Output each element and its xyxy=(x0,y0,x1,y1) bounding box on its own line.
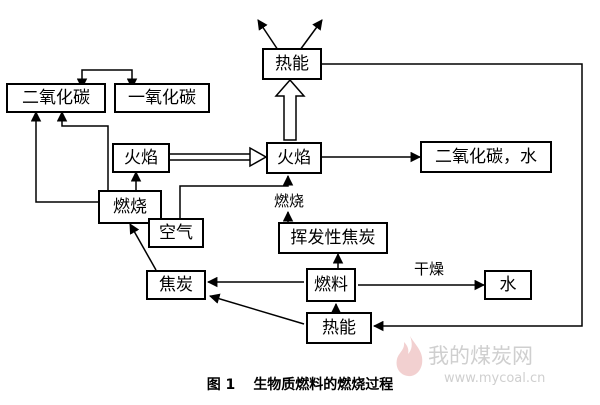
arrow-combustion-to-co2 xyxy=(30,110,100,203)
node-coke: 焦炭 xyxy=(146,270,206,300)
arrow-heat-to-coke xyxy=(208,293,305,325)
arrow-combustion-to-co xyxy=(56,110,109,190)
arrow-heat-radiate-left xyxy=(257,19,279,51)
figure-number: 图 1 xyxy=(206,377,236,393)
node-fuel: 燃料 xyxy=(306,268,356,302)
node-heat-energy-top: 热能 xyxy=(262,48,322,80)
node-heat-energy-bottom: 热能 xyxy=(306,312,372,344)
arrow-heat-radiate-right xyxy=(299,19,323,51)
node-products: 二氧化碳，水 xyxy=(420,141,552,173)
figure-title: 生物质燃料的燃烧过程 xyxy=(253,377,394,393)
label-combustion: 燃烧 xyxy=(274,192,305,210)
arrow-heat-feedback-loop xyxy=(322,63,583,332)
node-carbon-dioxide: 二氧化碳 xyxy=(6,83,106,113)
watermark-text: 我的煤炭网 xyxy=(428,344,533,368)
arrow-air-to-combustion xyxy=(179,174,294,218)
node-air: 空气 xyxy=(148,218,204,248)
double-arrow-flame-to-flame xyxy=(170,146,268,168)
node-water: 水 xyxy=(484,270,532,300)
node-flame-mid: 火焰 xyxy=(266,142,322,174)
node-carbon-monoxide: 一氧化碳 xyxy=(114,83,210,113)
arrow-coke-to-combustion xyxy=(129,223,157,271)
figure-caption: 图 1 生物质燃料的燃烧过程 xyxy=(0,378,600,392)
watermark-flame-icon xyxy=(396,336,423,377)
arrow-co2-co-link xyxy=(76,69,138,90)
hollow-arrow-flame-to-heat xyxy=(274,78,306,141)
node-flame-left: 火焰 xyxy=(112,143,170,173)
node-volatile-coke: 挥发性焦炭 xyxy=(278,222,388,254)
label-drying: 干燥 xyxy=(414,260,445,278)
watermark-url: www.mycoal.cn xyxy=(444,371,546,386)
